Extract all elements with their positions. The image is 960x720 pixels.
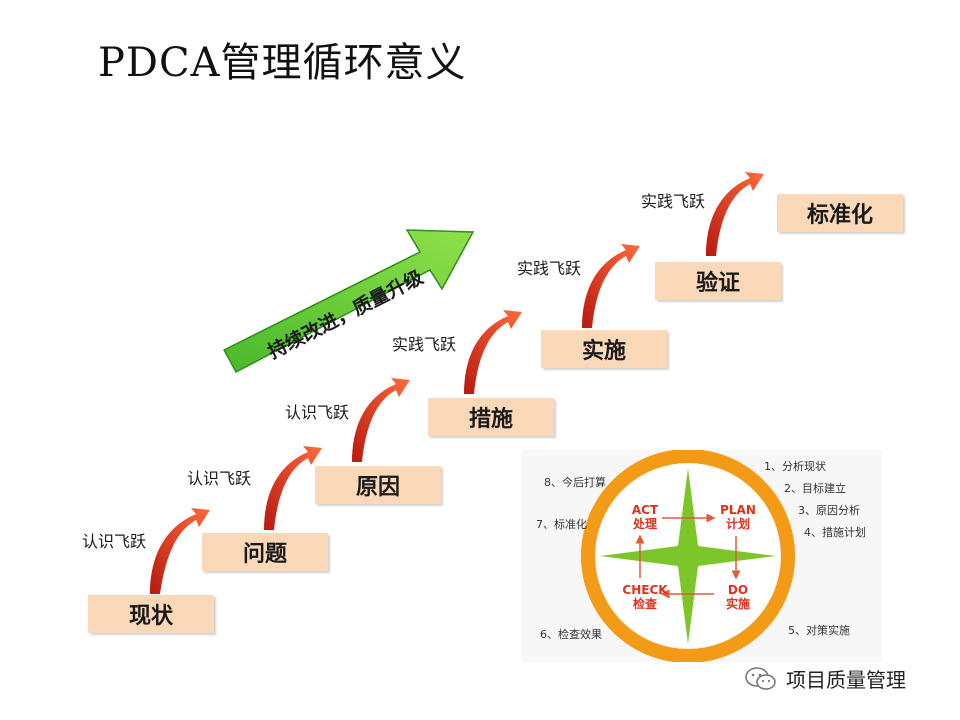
step-current-state: 现状 bbox=[88, 595, 214, 633]
cycle-label-5: 5、对策实施 bbox=[788, 624, 850, 637]
step-cause: 原因 bbox=[315, 466, 441, 504]
leap-label-2: 认识飞跃 bbox=[187, 469, 252, 488]
leap-label-1: 认识飞跃 bbox=[82, 532, 147, 551]
curved-arrow-4 bbox=[464, 310, 522, 394]
step-problem: 问题 bbox=[202, 533, 328, 571]
cycle-label-1: 1、分析现状 bbox=[764, 460, 826, 473]
brand-watermark: 项目质量管理 bbox=[744, 664, 906, 693]
step-measure: 措施 bbox=[428, 398, 554, 436]
cycle-label-3: 3、原因分析 bbox=[798, 504, 860, 517]
leap-label-5: 实践飞跃 bbox=[517, 259, 582, 278]
cycle-label-7: 7、标准化 bbox=[536, 518, 587, 531]
cycle-label-4: 4、措施计划 bbox=[804, 526, 866, 539]
cycle-ring bbox=[581, 450, 795, 662]
page-title: PDCA管理循环意义 bbox=[98, 40, 467, 86]
step-verify: 验证 bbox=[655, 262, 781, 300]
pdca-cycle-graphic bbox=[581, 450, 795, 662]
curved-arrow-1 bbox=[150, 508, 210, 594]
cycle-label-2: 2、目标建立 bbox=[784, 482, 846, 495]
green-banner-arrow bbox=[222, 229, 475, 374]
curved-arrow-5 bbox=[582, 244, 640, 328]
leap-label-6: 实践飞跃 bbox=[641, 192, 706, 211]
leap-label-4: 实践飞跃 bbox=[392, 335, 457, 354]
curved-arrow-6 bbox=[706, 172, 764, 256]
cycle-label-6: 6、检查效果 bbox=[540, 628, 602, 641]
step-standardize: 标准化 bbox=[777, 194, 903, 232]
cycle-label-8: 8、今后打算 bbox=[544, 476, 606, 489]
cycle-star bbox=[600, 468, 776, 644]
curved-arrow-2 bbox=[264, 446, 322, 530]
leap-label-3: 认识飞跃 bbox=[285, 403, 350, 422]
wechat-icon bbox=[745, 666, 776, 690]
curved-arrow-3 bbox=[352, 378, 410, 462]
step-implement: 实施 bbox=[541, 330, 667, 368]
brand-name: 项目质量管理 bbox=[786, 668, 906, 692]
